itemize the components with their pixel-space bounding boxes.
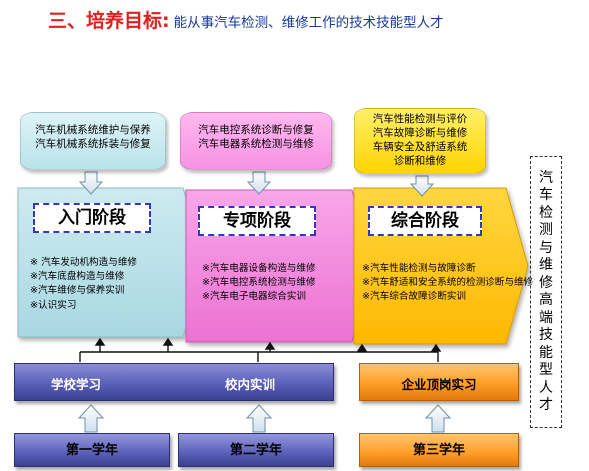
list-item: ※汽车底盘构造与维修 xyxy=(30,271,125,283)
talent-goal-char: 维 xyxy=(539,257,553,273)
year-2-box: 第二学年 xyxy=(178,433,334,467)
top-box-3: 汽车性能检测与评价 汽车故障诊断与维修 车辆安全及舒适系统 诊断和维修 xyxy=(354,108,486,174)
list-item: ※汽车电控系统检测与维修 xyxy=(202,277,316,289)
title-subtitle: 能从事汽车检测、维修工作的技术技能型人才 xyxy=(173,15,444,31)
title-heading: 三、培养目标: xyxy=(48,10,170,32)
talent-goal-char: 修 xyxy=(539,274,553,291)
list-item: ※汽车综合故障诊断实训 xyxy=(362,291,466,303)
talent-goal-char: 端 xyxy=(539,309,553,326)
talent-goal-char: 能 xyxy=(539,344,553,361)
list-item: ※汽车电子电器综合实训 xyxy=(202,291,306,303)
top-box-3-line: 汽车性能检测与评价 xyxy=(372,113,468,125)
top-box-1: 汽车机械系统维护与保养 汽车机械系统拆装与修复 xyxy=(20,112,166,170)
top-box-2-line: 汽车电控系统诊断与修复 xyxy=(198,124,314,136)
year-1-box: 第一学年 xyxy=(14,433,170,467)
top-box-3-line: 车辆安全及舒适系统 xyxy=(372,141,468,153)
talent-goal-char: 汽 xyxy=(539,169,553,186)
top-box-1-line: 汽车机械系统维护与保养 xyxy=(35,124,151,136)
school-study-label: 学校学习 xyxy=(51,377,102,392)
list-item: ※汽车舒适和安全系统的检测诊断与维修 xyxy=(362,277,534,289)
down-arrow-1 xyxy=(78,171,104,195)
stage-3-list: ※汽车性能检测与故障诊断 ※汽车舒适和安全系统的检测诊断与维修 ※汽车综合故障诊… xyxy=(362,262,533,305)
up-arrow-3 xyxy=(424,404,452,433)
list-item: ※汽车电器设备构造与维修 xyxy=(202,263,316,274)
top-box-3-line: 汽车故障诊断与维修 xyxy=(372,127,468,139)
enterprise-internship-bar: 企业顶岗实习 xyxy=(359,363,519,401)
talent-goal-char: 型 xyxy=(539,362,553,378)
talent-goal-char: 人 xyxy=(539,379,553,396)
up-arrow-2 xyxy=(245,404,273,433)
talent-goal-box: 汽车检测与维修高端技能型人才 xyxy=(530,156,562,428)
page-title: 三、培养目标:能从事汽车检测、维修工作的技术技能型人才 xyxy=(48,6,444,34)
talent-goal-char: 检 xyxy=(539,204,553,221)
stage-1-header: 入门阶段 xyxy=(33,203,151,233)
up-arrow-1 xyxy=(77,404,105,433)
down-arrow-3 xyxy=(409,175,435,197)
stage-3-header: 综合阶段 xyxy=(368,206,482,236)
connector-bracket xyxy=(79,337,442,362)
campus-training-label: 校内实训 xyxy=(225,377,276,392)
talent-goal-char: 车 xyxy=(539,187,553,203)
stage-2-header: 专项阶段 xyxy=(198,206,316,236)
talent-goal-char: 测 xyxy=(539,222,553,238)
list-item: ※认识实习 xyxy=(30,299,77,311)
enterprise-internship-label: 企业顶岗实习 xyxy=(401,377,477,392)
year-3-box: 第三学年 xyxy=(359,433,519,467)
top-box-1-line: 汽车机械系统拆装与修复 xyxy=(35,138,151,150)
stage-1-list: ※ 汽车发动机构造与维修 ※汽车底盘构造与维修 ※汽车维修与保养实训 ※认识实习 xyxy=(30,256,137,313)
top-box-3-line: 诊断和维修 xyxy=(393,155,447,167)
school-study-bar: 学校学习 校内实训 xyxy=(14,363,334,401)
talent-goal-char: 技 xyxy=(539,327,553,343)
list-item: ※汽车维修与保养实训 xyxy=(30,285,125,297)
stage-2-list: ※汽车电器设备构造与维修 ※汽车电控系统检测与维修 ※汽车电子电器综合实训 xyxy=(202,262,316,305)
top-box-2-line: 汽车电器系统检测与维修 xyxy=(198,138,314,150)
talent-goal-char: 高 xyxy=(539,292,553,308)
down-arrow-2 xyxy=(246,171,272,195)
talent-goal-char: 才 xyxy=(539,397,553,413)
talent-goal-char: 与 xyxy=(539,239,553,256)
list-item: ※汽车性能检测与故障诊断 xyxy=(362,263,476,274)
top-box-2: 汽车电控系统诊断与修复 汽车电器系统检测与维修 xyxy=(180,112,332,170)
list-item: ※ 汽车发动机构造与维修 xyxy=(30,257,138,268)
